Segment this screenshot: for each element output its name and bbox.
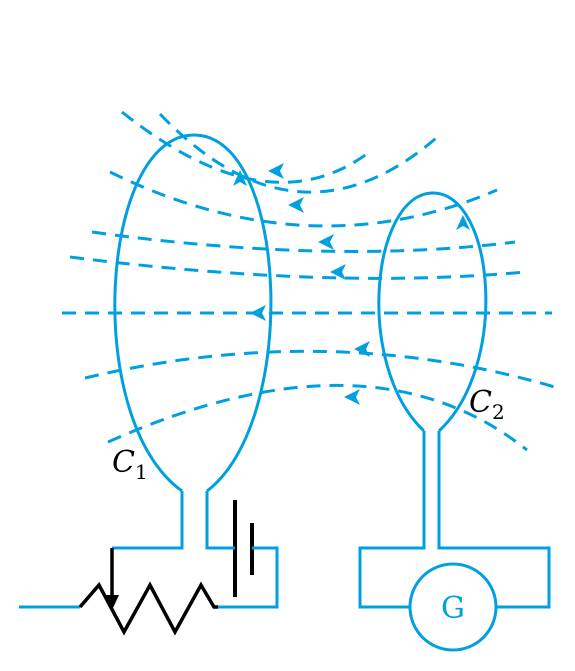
field-arrow-icon bbox=[354, 341, 370, 357]
coil-c2-letter: C bbox=[469, 385, 492, 420]
field-arrow-icon bbox=[288, 197, 304, 213]
galvanometer-label: G bbox=[441, 591, 465, 626]
field-arrows bbox=[250, 163, 370, 405]
coil-c1 bbox=[19, 133, 279, 609]
field-line-3 bbox=[109, 170, 498, 228]
coil-c1-letter: C bbox=[112, 445, 135, 480]
rheostat bbox=[78, 548, 218, 636]
coil-c2-arrow-icon bbox=[456, 215, 470, 230]
galvanometer: G bbox=[408, 562, 498, 652]
field-lines bbox=[62, 110, 559, 452]
field-arrow-icon bbox=[250, 305, 266, 321]
slider-arrow-icon bbox=[105, 595, 119, 610]
field-arrow-icon bbox=[318, 234, 334, 250]
coil-c1-label: C1 bbox=[112, 445, 148, 484]
galvanometer-circle bbox=[408, 562, 498, 652]
coil-c1-arrow-icon bbox=[233, 170, 247, 186]
field-line-4 bbox=[91, 230, 516, 253]
field-arrow-icon bbox=[344, 389, 360, 405]
coil-c2 bbox=[358, 191, 551, 609]
resistor-zigzag bbox=[78, 581, 218, 636]
field-arrow-icon bbox=[268, 163, 284, 179]
coil-c1-subscript: 1 bbox=[135, 460, 148, 484]
field-line-6 bbox=[84, 349, 559, 390]
field-line-5 bbox=[69, 255, 526, 280]
field-line-2 bbox=[158, 112, 443, 194]
coil-c2-label: C2 bbox=[469, 385, 505, 424]
battery bbox=[233, 500, 254, 597]
field-arrow-icon bbox=[330, 264, 346, 280]
coil-c2-subscript: 2 bbox=[492, 400, 505, 424]
field-line-7 bbox=[107, 384, 528, 452]
field-line-1 bbox=[121, 110, 373, 184]
